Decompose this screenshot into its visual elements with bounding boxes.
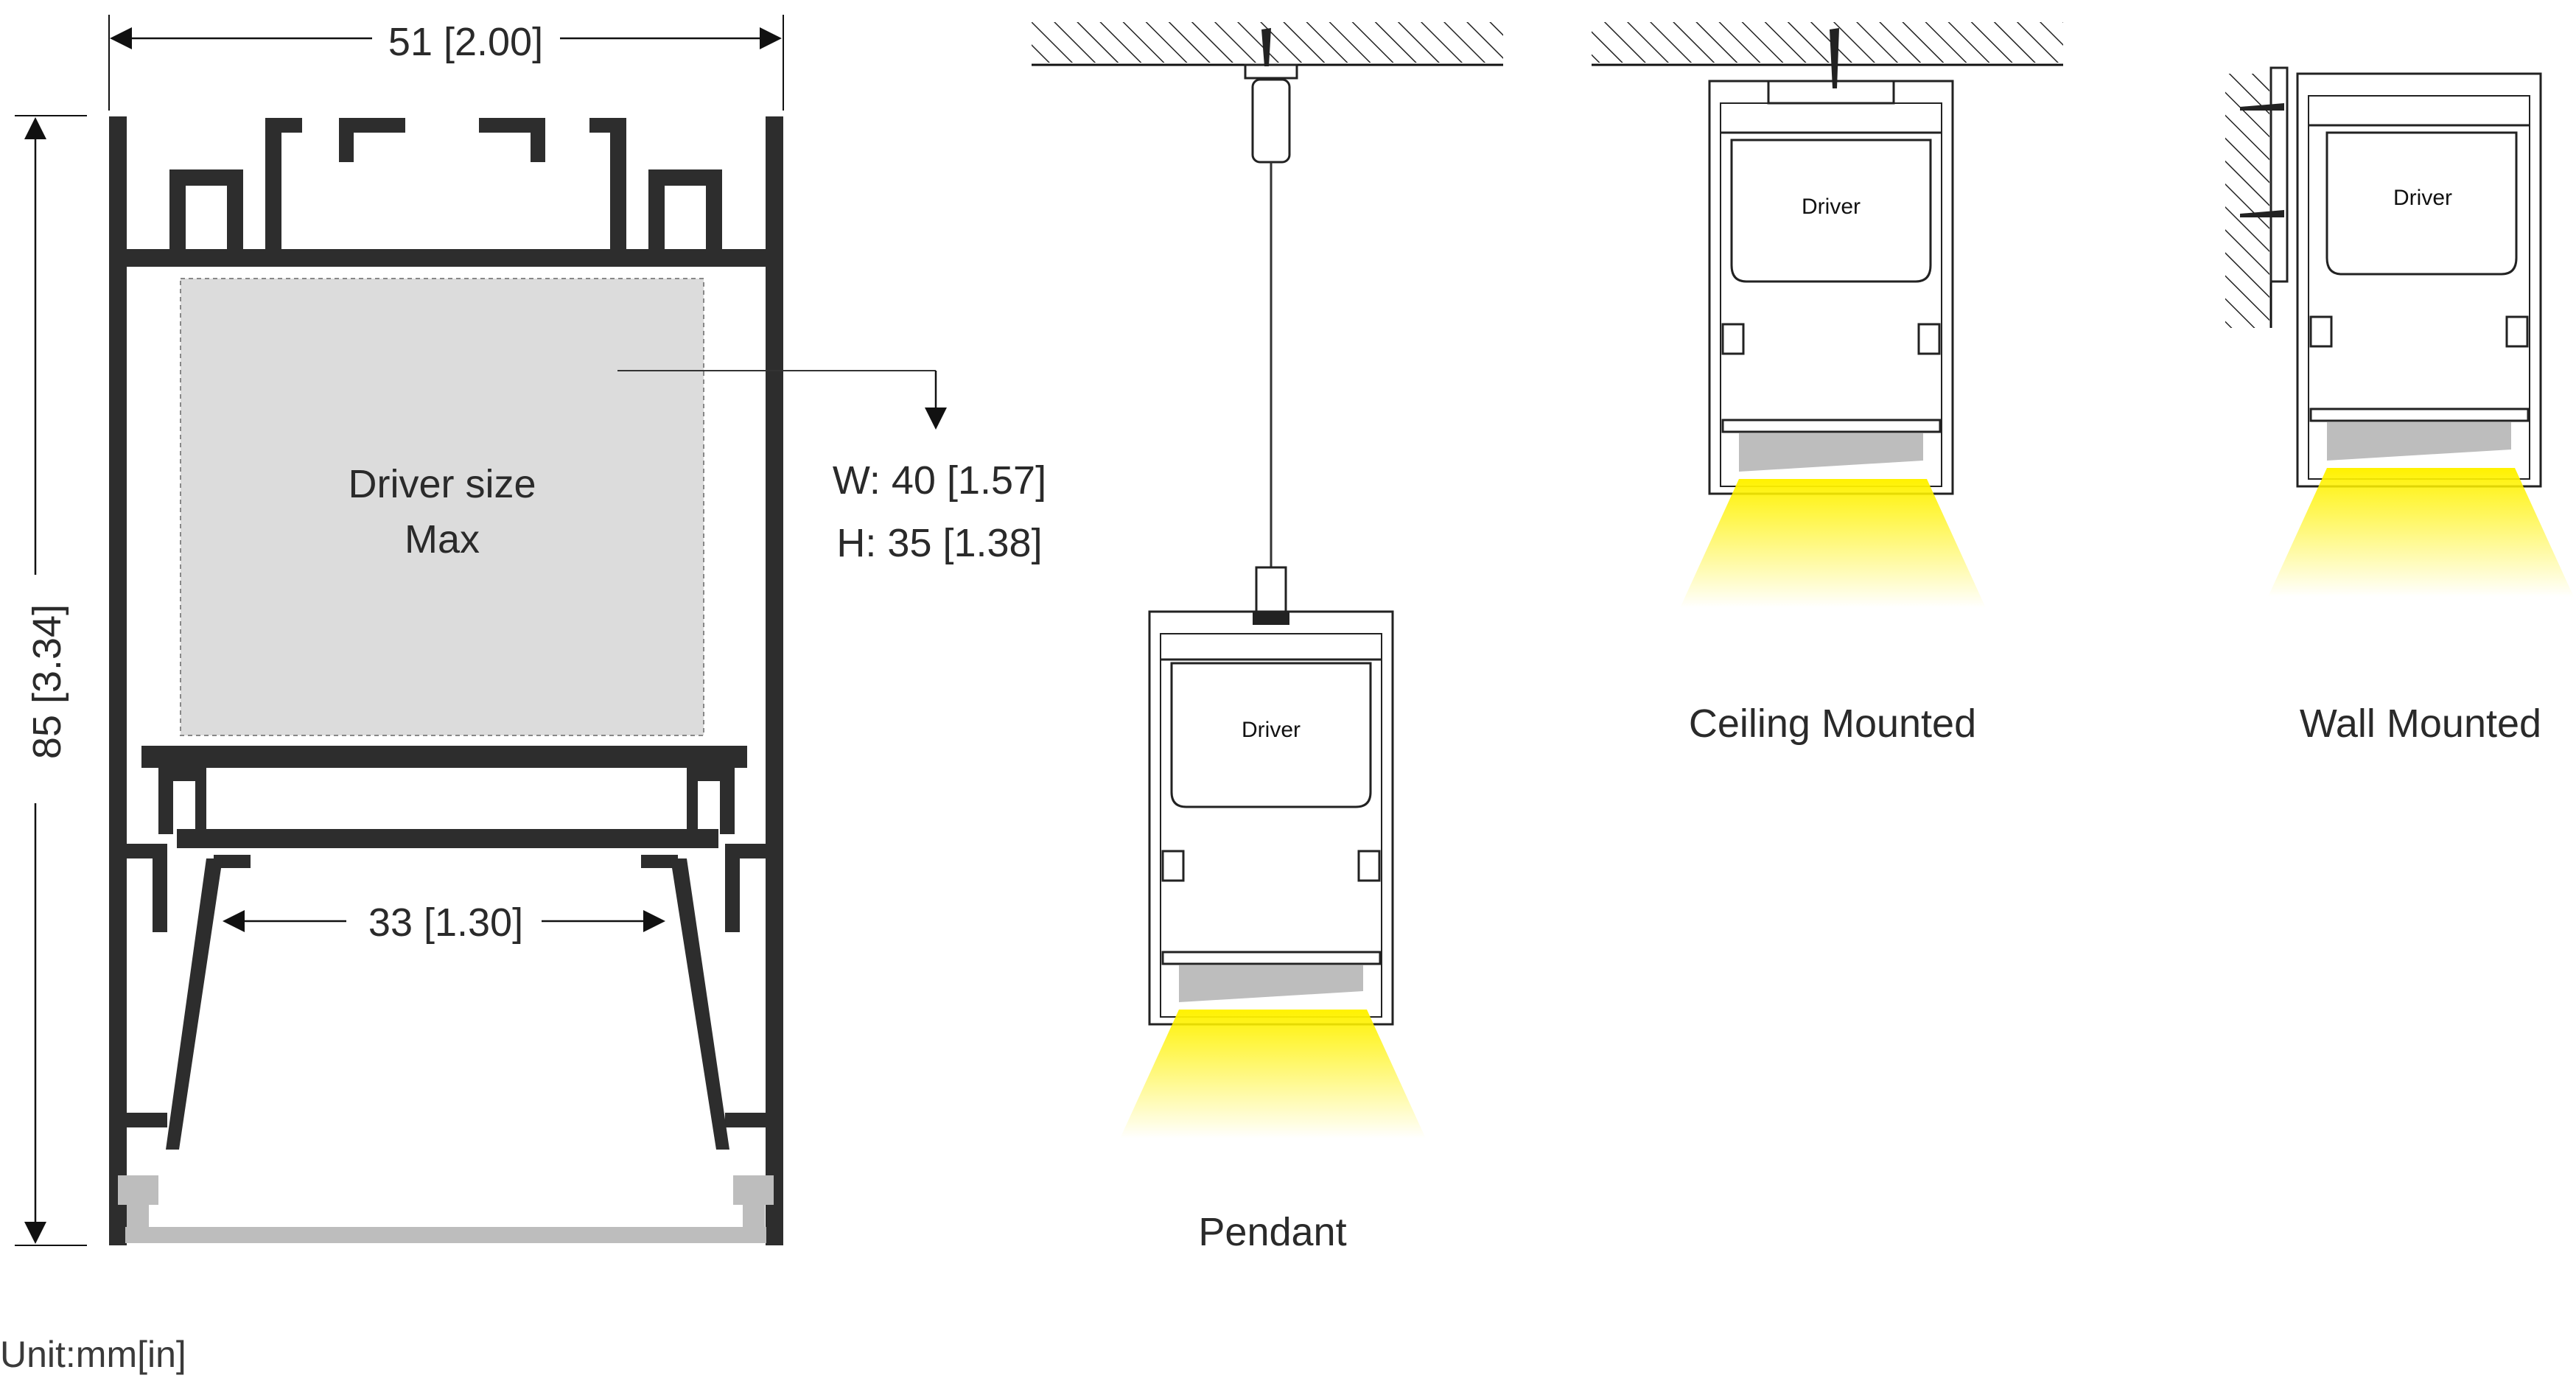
width-dimension: 51 [2.00] <box>108 15 784 111</box>
ceiling-caption: Ceiling Mounted <box>1689 702 1976 746</box>
wall-view: Driver Wall Mounted <box>2225 66 2574 746</box>
ceiling-view: Driver Ceiling Mounted <box>1592 22 2063 746</box>
ceiling-driver-label: Driver <box>1802 195 1861 219</box>
height-dimension: 85 [3.34] <box>15 115 87 1246</box>
pendant-driver-label: Driver <box>1242 718 1301 742</box>
wall-hatch <box>2225 74 2269 328</box>
driver-box-line1: Driver size <box>348 462 536 506</box>
wall-light-beam <box>2268 468 2574 597</box>
pendant-caption: Pendant <box>1198 1210 1346 1254</box>
diffuser <box>118 1175 774 1243</box>
pendant-view: Driver Pendant <box>1032 22 1503 1254</box>
driver-height-label: H: 35 [1.38] <box>836 521 1042 565</box>
driver-leader: W: 40 [1.57] H: 35 [1.38] <box>617 370 1046 565</box>
pendant-light-beam <box>1120 1010 1426 1139</box>
gear-tray <box>141 746 747 1150</box>
wall-driver-label: Driver <box>2393 186 2452 210</box>
width-label: 51 [2.00] <box>388 20 543 64</box>
aluminium-profile <box>109 116 783 1245</box>
inner-width-dimension: 33 [1.30] <box>223 900 665 945</box>
cross-section: 51 [2.00] 85 [3.34] <box>15 15 1046 1246</box>
driver-box-line2: Max <box>405 517 480 562</box>
ceiling-light-beam <box>1680 479 1986 608</box>
inner-width-label: 33 [1.30] <box>368 900 523 945</box>
height-label: 85 [3.34] <box>25 604 69 759</box>
driver-width-label: W: 40 [1.57] <box>833 458 1046 503</box>
wall-caption: Wall Mounted <box>2300 702 2541 746</box>
ceiling-hatch-2 <box>1592 22 2063 63</box>
unit-note: Unit:mm[in] <box>0 1334 186 1375</box>
driver-size-box <box>180 278 704 736</box>
